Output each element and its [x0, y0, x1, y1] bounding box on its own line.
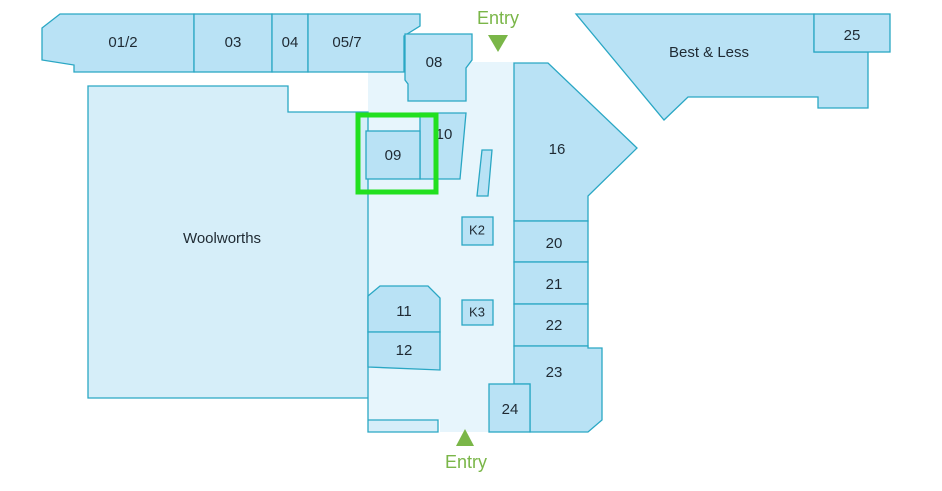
svg-text:04: 04: [282, 34, 299, 51]
shop-11[interactable]: 11: [367, 285, 441, 333]
svg-text:10: 10: [436, 126, 453, 143]
svg-text:21: 21: [546, 276, 563, 293]
shop-24[interactable]: 24: [488, 383, 531, 433]
top-entry: Entry: [477, 8, 519, 52]
svg-text:Entry: Entry: [445, 452, 487, 472]
shop-01-2[interactable]: 01/2: [41, 13, 195, 73]
svg-text:25: 25: [844, 27, 861, 44]
svg-text:Woolworths: Woolworths: [183, 230, 261, 247]
svg-text:Best & Less: Best & Less: [669, 44, 749, 61]
shop-09-highlight: [355, 112, 439, 195]
shop-08[interactable]: 08: [404, 33, 473, 102]
shop-03[interactable]: 03: [193, 13, 273, 73]
svg-text:09: 09: [385, 147, 402, 164]
shop-12[interactable]: 12: [367, 331, 441, 371]
svg-text:20: 20: [546, 235, 563, 252]
shop-10[interactable]: 10: [419, 112, 467, 180]
svg-text:03: 03: [225, 34, 242, 51]
shop-25[interactable]: 25: [813, 13, 891, 53]
shop-09[interactable]: 09: [365, 130, 421, 180]
svg-text:K2: K2: [469, 222, 485, 237]
shop-05-7[interactable]: 05/7: [307, 13, 421, 73]
svg-text:05/7: 05/7: [332, 34, 361, 51]
svg-text:08: 08: [426, 54, 443, 71]
kiosk-k2[interactable]: K2: [461, 216, 494, 246]
svg-text:23: 23: [546, 364, 563, 381]
svg-text:01/2: 01/2: [108, 34, 137, 51]
svg-text:24: 24: [502, 401, 519, 418]
svg-text:22: 22: [546, 317, 563, 334]
shop-21[interactable]: 21: [513, 261, 589, 305]
shop-16[interactable]: 16: [513, 62, 638, 222]
bottom-entry: Entry: [445, 429, 487, 472]
svg-text:16: 16: [549, 141, 566, 158]
shop-04[interactable]: 04: [271, 13, 309, 73]
shop-22[interactable]: 22: [513, 303, 589, 347]
svg-text:K3: K3: [469, 304, 485, 319]
svg-text:Entry: Entry: [477, 8, 519, 28]
kiosk-k3[interactable]: K3: [461, 299, 494, 326]
svg-text:11: 11: [396, 303, 412, 320]
shop-20[interactable]: 20: [513, 220, 589, 263]
up-arrow-icon: [456, 429, 474, 446]
kiosk-strip: [476, 149, 493, 197]
down-arrow-icon: [488, 35, 508, 52]
svg-text:12: 12: [396, 342, 413, 359]
woolworths-store[interactable]: Woolworths: [87, 85, 439, 433]
